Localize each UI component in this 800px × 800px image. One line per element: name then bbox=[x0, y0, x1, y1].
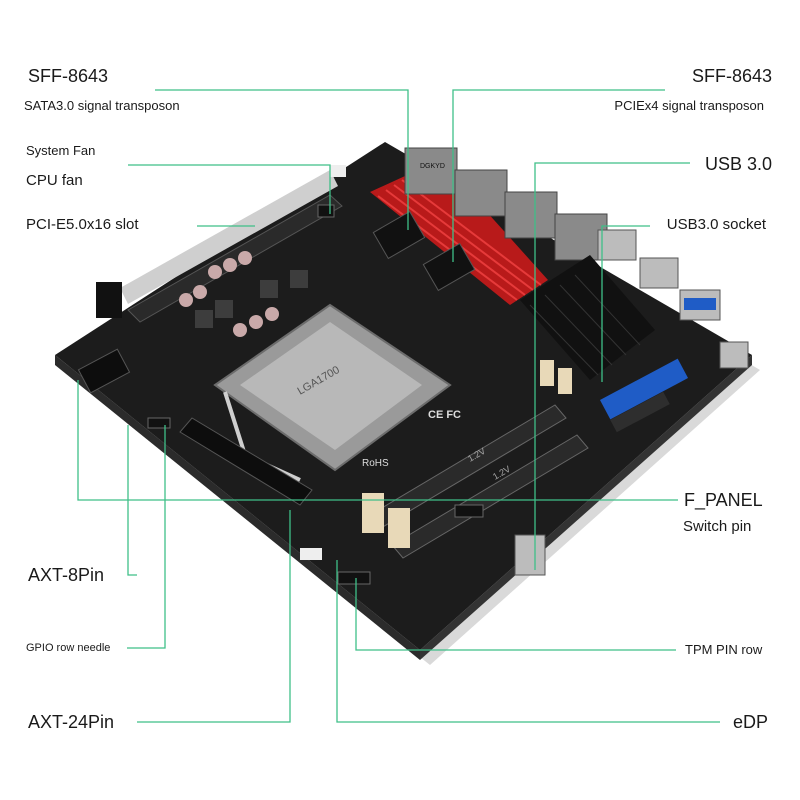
label-switch-pin: Switch pin bbox=[683, 518, 752, 535]
label-axt-24pin: AXT-24Pin bbox=[28, 712, 115, 732]
usb-c-port bbox=[514, 534, 546, 576]
label-usb30-socket: USB3.0 socket bbox=[666, 216, 766, 233]
label-sff8643-sata: SFF-8643 bbox=[28, 66, 109, 86]
lan-brand: DGKYD bbox=[420, 163, 445, 170]
label-f-panel: F_PANEL bbox=[684, 490, 763, 510]
gpio-header bbox=[147, 417, 171, 429]
label-sata-transposon: SATA3.0 signal transposon bbox=[24, 98, 180, 113]
label-cpu-fan: CPU fan bbox=[26, 172, 83, 189]
label-pcie-slot: PCI-E5.0x16 slot bbox=[26, 216, 139, 233]
ce-mark: CE FC bbox=[428, 409, 461, 421]
edp-connector bbox=[300, 548, 322, 560]
pcie-clip bbox=[96, 282, 122, 318]
label-axt-8pin: AXT-8Pin bbox=[28, 565, 105, 585]
front-panel-header bbox=[454, 504, 484, 518]
tpm-header bbox=[337, 571, 371, 585]
label-gpio: GPIO row needle bbox=[26, 642, 111, 654]
rohs-mark: RoHS bbox=[362, 458, 389, 469]
label-sff8643-pcie: SFF-8643 bbox=[691, 66, 772, 86]
label-usb30: USB 3.0 bbox=[704, 154, 772, 174]
label-tpm: TPM PIN row bbox=[685, 642, 763, 657]
label-pcie-transposon: PCIEx4 signal transposon bbox=[614, 98, 764, 113]
vrm-capacitors bbox=[179, 251, 308, 337]
label-edp: eDP bbox=[733, 712, 769, 732]
fan-header-system bbox=[330, 165, 346, 177]
label-system-fan: System Fan bbox=[26, 143, 96, 158]
fan-header-cpu bbox=[317, 204, 335, 218]
